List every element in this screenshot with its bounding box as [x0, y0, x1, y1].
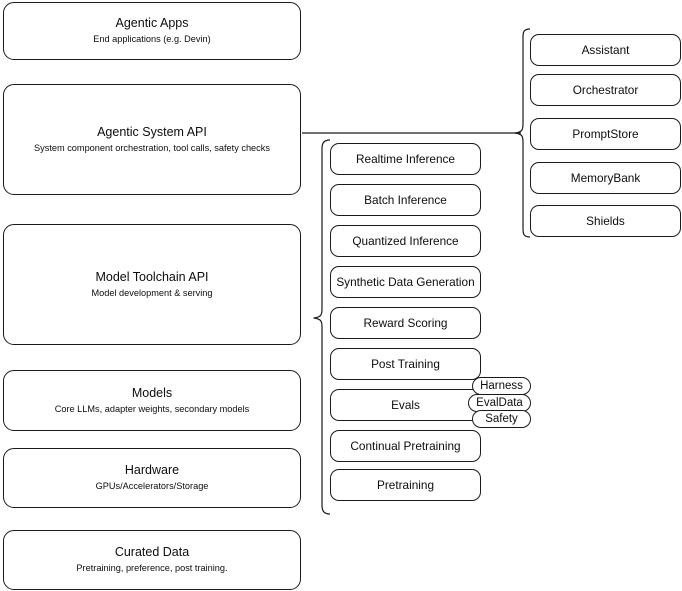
layer-hardware[interactable]: Hardware GPUs/Accelerators/Storage	[3, 448, 301, 508]
toolchain-item-label: Synthetic Data Generation	[336, 275, 475, 289]
toolchain-item-label: Batch Inference	[364, 193, 447, 207]
toolchain-item-label: Continual Pretraining	[350, 439, 461, 453]
layer-subtitle: System component orchestration, tool cal…	[34, 142, 270, 153]
layer-subtitle: End applications (e.g. Devin)	[93, 34, 211, 44]
system-item-label: Orchestrator	[572, 83, 639, 97]
layer-title: Hardware	[124, 463, 180, 477]
evals-pill-label: Safety	[485, 412, 518, 425]
layer-subtitle: Pretraining, preference, post training.	[76, 563, 228, 573]
toolchain-item-post-training[interactable]: Post Training	[330, 348, 481, 380]
layer-model-toolchain-api[interactable]: Model Toolchain API Model development & …	[3, 224, 301, 345]
toolchain-item-realtime-inference[interactable]: Realtime Inference	[330, 143, 481, 175]
system-item-label: PromptStore	[572, 127, 639, 141]
layer-subtitle: Model development & serving	[91, 287, 213, 298]
system-item-shields[interactable]: Shields	[530, 205, 681, 237]
system-item-assistant[interactable]: Assistant	[530, 34, 681, 66]
toolchain-item-batch-inference[interactable]: Batch Inference	[330, 184, 481, 216]
layer-curated-data[interactable]: Curated Data Pretraining, preference, po…	[3, 530, 301, 590]
toolchain-item-label: Reward Scoring	[363, 316, 448, 330]
evals-pill-label: EvalData	[476, 396, 523, 409]
toolchain-item-label: Post Training	[371, 357, 440, 371]
layer-title: Model Toolchain API	[95, 269, 209, 284]
system-item-label: Assistant	[581, 43, 630, 57]
layer-agentic-system-api[interactable]: Agentic System API System component orch…	[3, 84, 301, 195]
system-item-memorybank[interactable]: MemoryBank	[530, 162, 681, 194]
brace-toolchain-components	[313, 139, 331, 515]
toolchain-item-pretraining[interactable]: Pretraining	[330, 469, 481, 501]
toolchain-item-evals[interactable]: Evals	[330, 389, 481, 421]
toolchain-item-synthetic-data-generation[interactable]: Synthetic Data Generation	[330, 266, 481, 298]
layer-title: Agentic Apps	[115, 16, 189, 30]
brace-system-components	[514, 28, 531, 238]
system-item-promptstore[interactable]: PromptStore	[530, 118, 681, 150]
layer-agentic-apps[interactable]: Agentic Apps End applications (e.g. Devi…	[3, 2, 301, 60]
toolchain-item-continual-pretraining[interactable]: Continual Pretraining	[330, 430, 481, 462]
toolchain-item-quantized-inference[interactable]: Quantized Inference	[330, 225, 481, 257]
layer-subtitle: Core LLMs, adapter weights, secondary mo…	[54, 403, 250, 414]
layer-models[interactable]: Models Core LLMs, adapter weights, secon…	[3, 370, 301, 431]
layer-subtitle: GPUs/Accelerators/Storage	[95, 481, 209, 491]
layer-title: Curated Data	[114, 545, 190, 559]
system-item-label: MemoryBank	[570, 171, 641, 185]
toolchain-item-label: Pretraining	[376, 478, 435, 492]
evals-pill-harness[interactable]: Harness	[472, 377, 531, 395]
toolchain-item-label: Realtime Inference	[355, 152, 455, 166]
system-item-orchestrator[interactable]: Orchestrator	[530, 74, 681, 106]
evals-pill-label: Harness	[480, 379, 523, 392]
layer-title: Models	[131, 385, 173, 400]
evals-pill-safety[interactable]: Safety	[472, 410, 531, 428]
toolchain-item-label: Quantized Inference	[352, 234, 459, 248]
system-item-label: Shields	[586, 214, 625, 228]
toolchain-item-label: Evals	[391, 398, 420, 412]
layer-title: Agentic System API	[97, 124, 207, 139]
toolchain-item-reward-scoring[interactable]: Reward Scoring	[330, 307, 481, 339]
